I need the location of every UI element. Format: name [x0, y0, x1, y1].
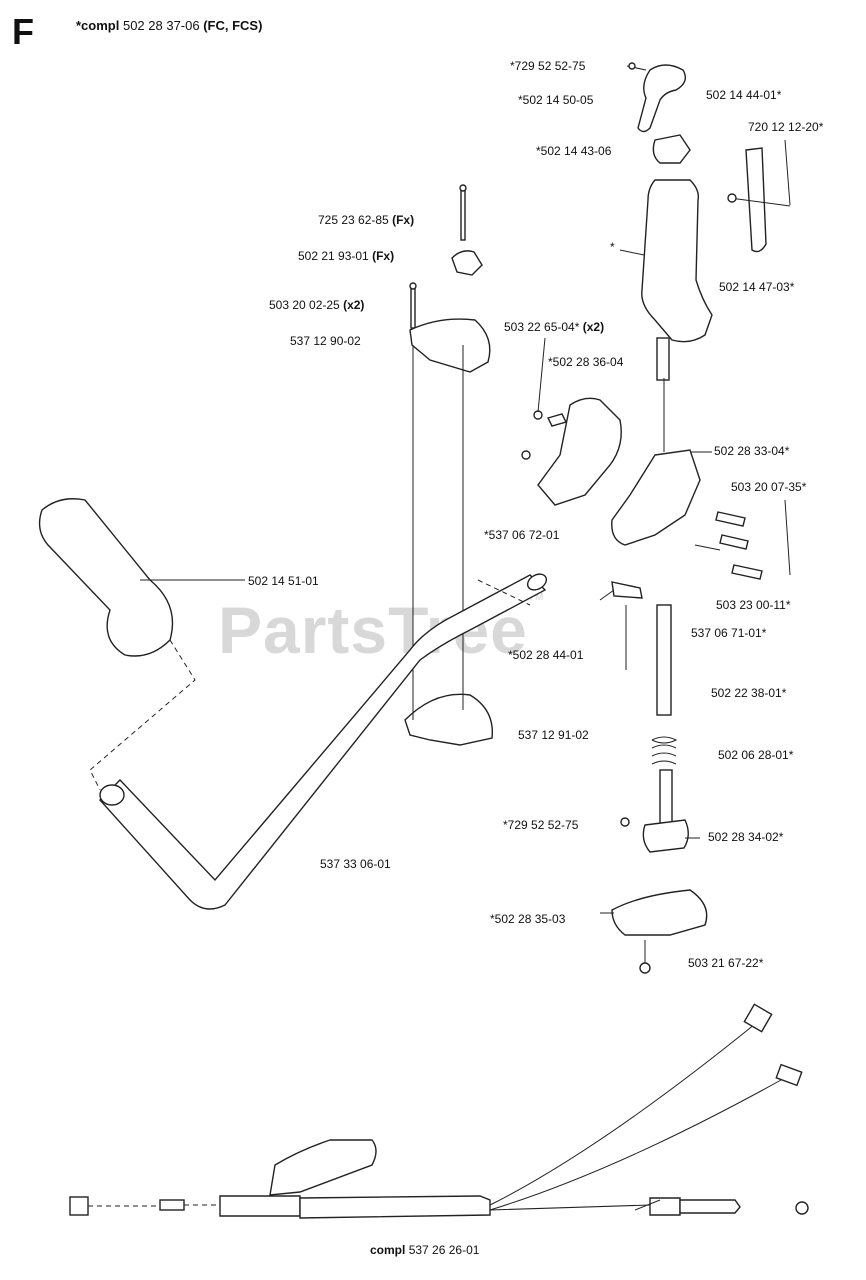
screw-top: [626, 62, 647, 71]
footer-assembly: compl 537 26 26-01: [370, 1243, 480, 1257]
side-plate: [745, 147, 767, 253]
handle-tube-upper: [656, 337, 670, 381]
throttle-lever: [637, 64, 686, 133]
lock-part: [652, 134, 691, 164]
loop-handle-tube: [99, 574, 547, 910]
cable-harness: [69, 1003, 809, 1219]
section-letter: F: [12, 11, 34, 52]
part-label[interactable]: 502 14 51-01: [248, 574, 319, 588]
part-label[interactable]: 502 14 44-01*: [706, 88, 782, 102]
part-label[interactable]: *502 28 36-04: [548, 355, 624, 369]
screw-b: [521, 450, 531, 460]
part-label[interactable]: 503 20 02-25 (x2): [269, 298, 365, 312]
part-label[interactable]: 502 22 38-01*: [711, 686, 787, 700]
screw-a: [533, 410, 543, 420]
part-label[interactable]: 537 12 91-02: [518, 728, 589, 742]
screw-bottom: [620, 817, 630, 827]
part-label[interactable]: *729 52 52-75: [510, 59, 586, 73]
part-label[interactable]: 537 12 90-02: [290, 334, 361, 348]
foot-plate: [611, 889, 708, 936]
part-label[interactable]: *537 06 72-01: [484, 528, 560, 542]
part-label: *: [610, 240, 615, 254]
grip: [38, 498, 174, 657]
part-label[interactable]: 503 21 67-22*: [688, 956, 764, 970]
screw-long: [460, 187, 466, 241]
part-label[interactable]: 502 14 47-03*: [719, 280, 795, 294]
small-connector: [611, 581, 643, 599]
part-label[interactable]: *502 14 50-05: [518, 93, 594, 107]
part-label[interactable]: *502 28 35-03: [490, 912, 566, 926]
part-label[interactable]: *502 28 44-01: [508, 648, 584, 662]
part-label[interactable]: 502 06 28-01*: [718, 748, 794, 762]
part-label[interactable]: 725 23 62-85 (Fx): [318, 213, 415, 227]
collar: [642, 819, 689, 853]
screw-foot: [639, 962, 651, 974]
part-label[interactable]: *729 52 52-75: [503, 818, 579, 832]
part-label[interactable]: 503 20 07-35*: [731, 480, 807, 494]
clamp-top: [409, 318, 491, 373]
clamp-bracket: [611, 449, 701, 546]
screw-clamp: [410, 287, 416, 329]
handle-tube-lower: [656, 604, 672, 716]
part-label[interactable]: 537 06 71-01*: [691, 626, 767, 640]
part-label[interactable]: 502 28 34-02*: [708, 830, 784, 844]
part-label[interactable]: 720 12 12-20*: [748, 120, 824, 134]
part-label[interactable]: *502 14 43-06: [536, 144, 612, 158]
part-label[interactable]: 502 28 33-04*: [714, 444, 790, 458]
handle-bracket: [537, 397, 622, 506]
screw-set: [694, 511, 763, 580]
clip-part: [727, 193, 737, 203]
handle-housing: [641, 179, 713, 343]
assembly-header: *compl 502 28 37-06 (FC, FCS): [76, 18, 263, 33]
part-label[interactable]: 503 22 65-04* (x2): [504, 320, 605, 334]
part-label[interactable]: 537 33 06-01: [320, 857, 391, 871]
clamp-bottom: [404, 693, 494, 746]
spring: [651, 736, 678, 826]
knob: [451, 250, 483, 276]
part-label[interactable]: 503 23 00-11*: [716, 598, 791, 612]
part-label[interactable]: 502 21 93-01 (Fx): [298, 249, 395, 263]
